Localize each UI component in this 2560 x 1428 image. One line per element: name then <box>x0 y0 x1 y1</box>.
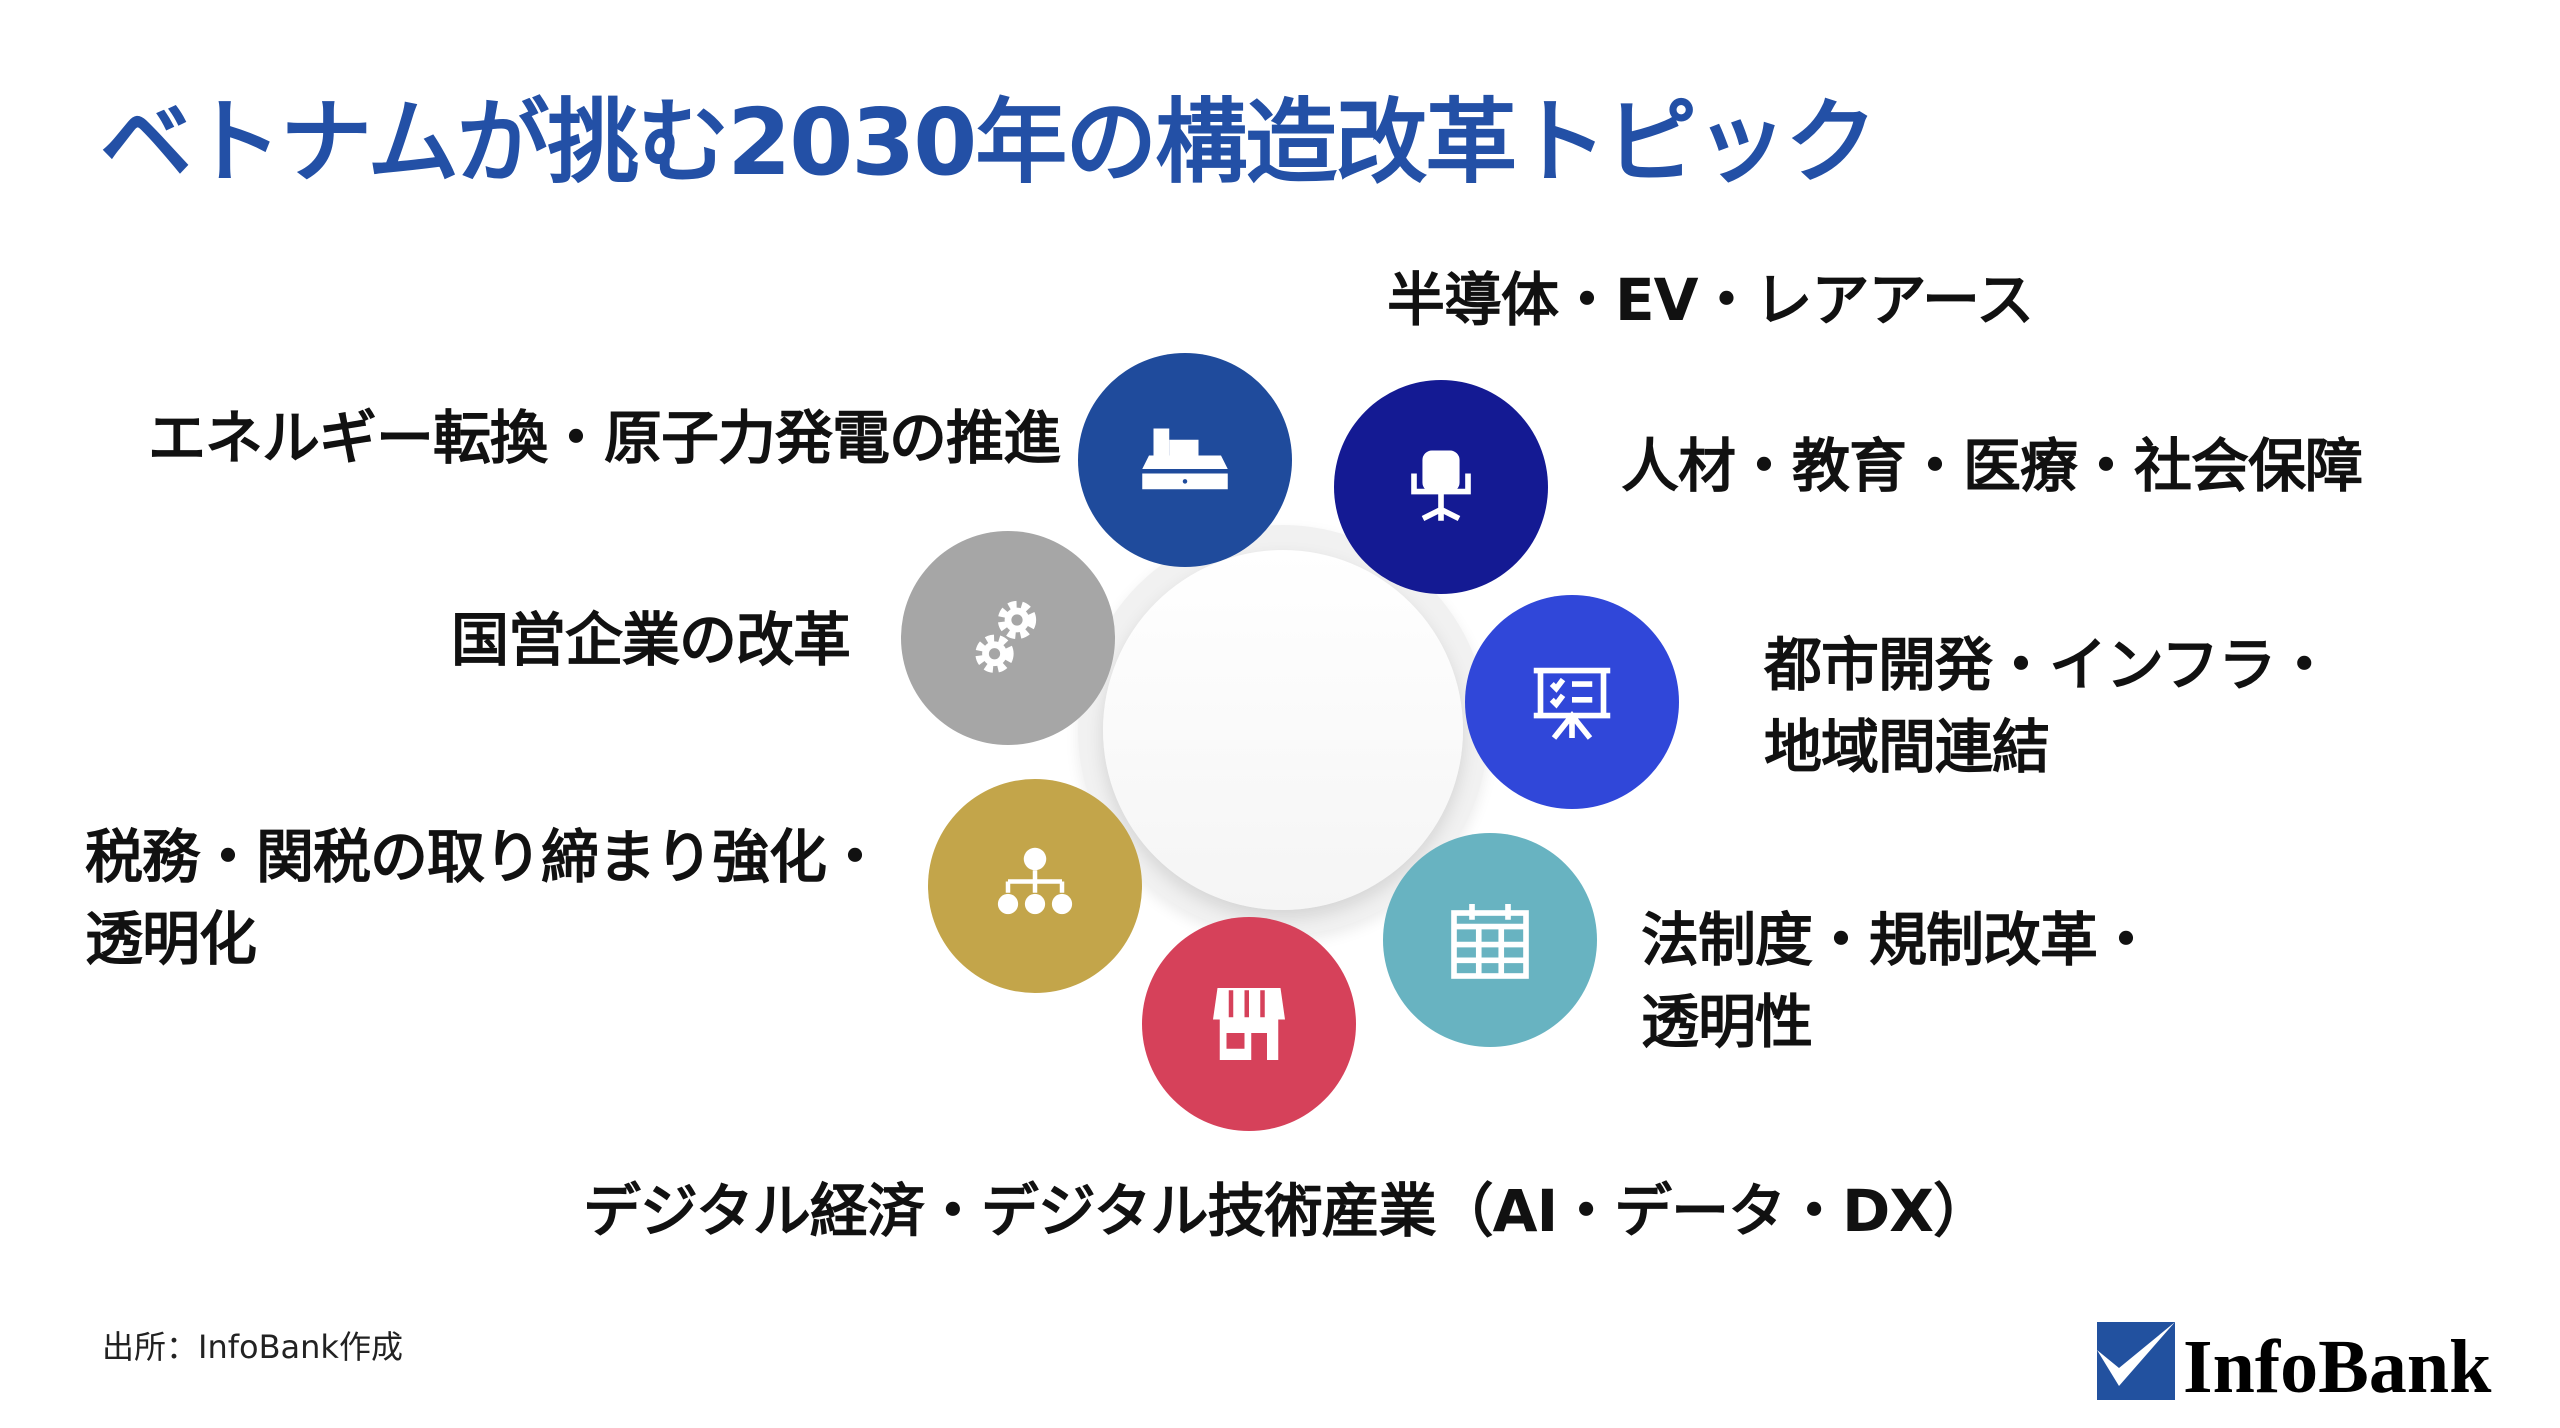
topic-circle-presentation <box>1465 595 1679 809</box>
topic-label-semiconductor: 半導体・EV・レアアース <box>1387 259 2034 341</box>
topic-label-tax-customs: 税務・関税の取り締まり強化・透明化 <box>85 816 884 980</box>
label-line: 国営企業の改革 <box>450 606 851 674</box>
topic-label-human-resources: 人材・教育・医療・社会保障 <box>1621 425 2363 507</box>
topic-circle-gears <box>901 531 1115 745</box>
topic-label-legal-reform: 法制度・規制改革・透明性 <box>1641 899 2155 1063</box>
label-line: 税務・関税の取り締まり強化・ <box>85 823 884 891</box>
gears-icon <box>975 600 1037 673</box>
org-chart-icon <box>997 847 1073 915</box>
label-line: 法制度・規制改革・ <box>1641 906 2155 974</box>
logo-text: InfoBank <box>2183 1325 2492 1409</box>
topic-label-urban-development: 都市開発・インフラ・地域間連結 <box>1764 624 2333 788</box>
topic-circle-office-chair <box>1334 380 1548 594</box>
label-line: 透明性 <box>1641 988 1813 1056</box>
label-line: エネルギー転換・原子力発電の推進 <box>147 404 1061 472</box>
storefront-icon <box>1213 988 1285 1060</box>
label-line: 透明化 <box>85 905 257 973</box>
label-line: 地域間連結 <box>1764 713 2050 781</box>
topic-label-soe-reform: 国営企業の改革 <box>450 599 851 681</box>
topic-circle-calendar <box>1383 833 1597 1047</box>
label-line: 半導体・EV・レアアース <box>1387 266 2034 334</box>
topic-circle-org-chart <box>928 779 1142 993</box>
calendar-icon <box>1451 904 1529 979</box>
source-note: 出所：InfoBank作成 <box>102 1328 403 1366</box>
infobank-logo: InfoBank <box>2097 1310 2491 1411</box>
page-title: ベトナムが挑む2030年の構造改革トピック <box>100 89 1877 196</box>
presentation-board-icon <box>1533 667 1611 740</box>
topic-circle-cash-register <box>1078 353 1292 567</box>
label-line: 人材・教育・医療・社会保障 <box>1621 432 2363 500</box>
center-disc <box>1103 550 1463 910</box>
checkmark-logo-icon <box>2097 1321 2175 1400</box>
topic-circle-storefront <box>1142 917 1356 1131</box>
topic-label-digital-economy: デジタル経済・デジタル技術産業（AI・データ・DX） <box>583 1170 1991 1252</box>
label-line: デジタル経済・デジタル技術産業（AI・データ・DX） <box>583 1177 1991 1245</box>
cash-register-icon <box>1142 428 1228 490</box>
label-line: 都市開発・インフラ・ <box>1764 631 2333 699</box>
office-chair-icon <box>1411 450 1471 522</box>
topic-label-energy: エネルギー転換・原子力発電の推進 <box>147 397 1061 479</box>
center-ring <box>1078 525 1488 935</box>
